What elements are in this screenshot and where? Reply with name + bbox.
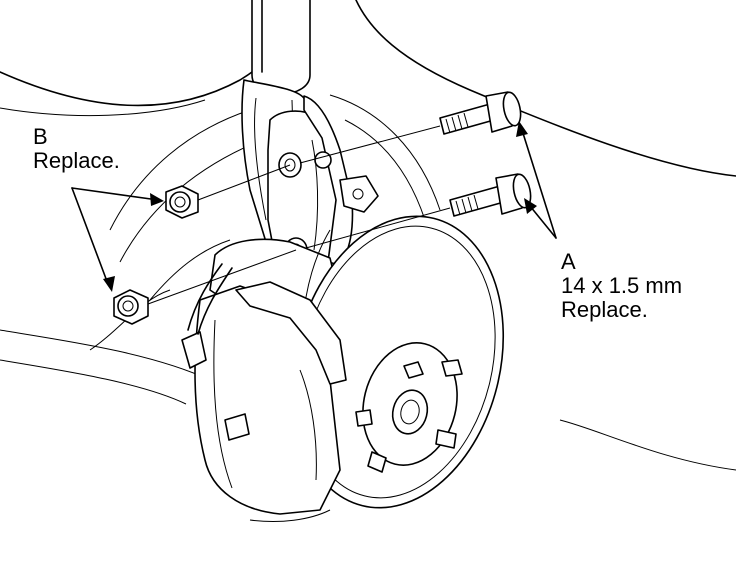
brake-hose bbox=[187, 263, 223, 331]
wheel-studs bbox=[355, 359, 463, 473]
nut-b-upper bbox=[165, 185, 199, 219]
callout-b-arrows bbox=[71, 187, 164, 292]
callout-a-size: 14 x 1.5 mm bbox=[561, 273, 683, 298]
abs-sensor-bracket bbox=[339, 175, 379, 213]
callout-b-note: Replace. bbox=[33, 148, 120, 173]
bolt-a-upper bbox=[439, 91, 522, 135]
callout-a-note: Replace. bbox=[561, 297, 648, 322]
callout-a-label: A 14 x 1.5 mm Replace. bbox=[561, 250, 682, 322]
callout-b-label: B Replace. bbox=[33, 125, 120, 173]
nut-b-lower bbox=[113, 289, 149, 325]
callout-b-letter: B bbox=[33, 124, 48, 149]
callout-a-letter: A bbox=[561, 249, 576, 274]
brake-caliper bbox=[181, 263, 347, 522]
alignment-lines bbox=[147, 125, 451, 305]
bolt-a-lower bbox=[449, 173, 532, 217]
callout-a-arrows bbox=[516, 121, 557, 239]
caliper-window bbox=[224, 413, 250, 441]
